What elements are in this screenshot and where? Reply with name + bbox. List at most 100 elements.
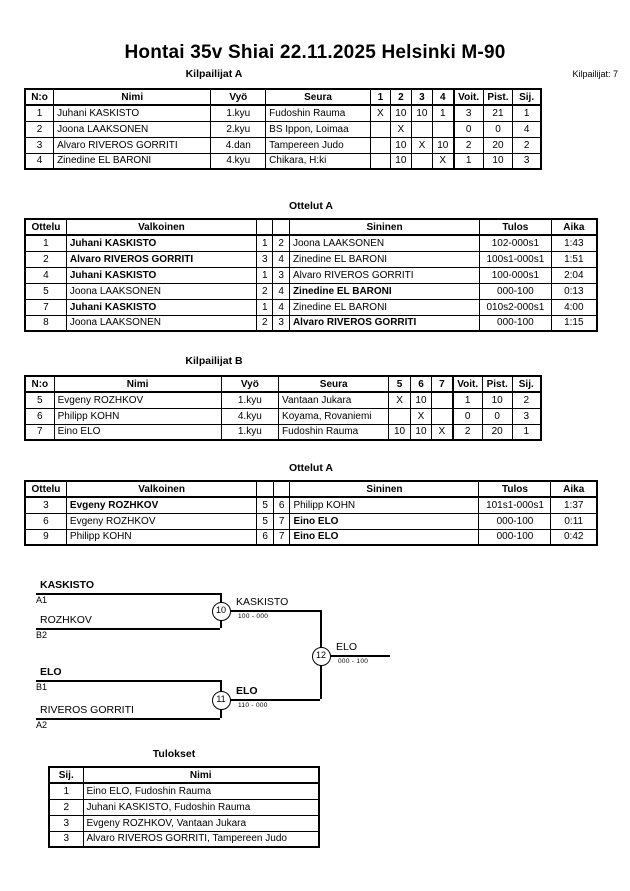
bracket-winner-score: 100 - 000 (238, 613, 269, 620)
match-result: 010s2-000s1 (479, 298, 552, 316)
rank-cell: 2 (512, 136, 542, 154)
bracket-slot-seed: A2 (36, 720, 48, 730)
points-cell: 10 (482, 152, 514, 170)
column-header (272, 218, 290, 236)
bracket-champion-line (320, 655, 390, 657)
points-cell: 20 (481, 423, 513, 441)
blue-competitor: Eino ELO (289, 528, 480, 546)
competitor-name: Evgeny ROZHKOV (53, 391, 222, 409)
column-header: Voit. (451, 375, 483, 393)
grid-cell: 10 (388, 423, 411, 441)
match-number: 1 (24, 234, 67, 252)
grid-cell (410, 120, 433, 138)
bracket-winner-score: 110 - 000 (238, 702, 268, 709)
blue-competitor: Zinedine EL BARONI (288, 298, 481, 316)
page-title: Hontai 35v Shiai 22.11.2025 Helsinki M-9… (124, 42, 506, 63)
grid-cell: 10 (410, 104, 433, 122)
match-time: 0:11 (550, 512, 598, 530)
grid-cell (369, 152, 391, 170)
competitor-number: 3 (24, 136, 55, 154)
match-number: 3 (24, 496, 67, 514)
bracket-slot-name: KASKISTO (40, 579, 95, 591)
bracket-winner-line (220, 699, 320, 701)
match-number: 6 (24, 512, 67, 530)
column-header: 1 (369, 88, 391, 106)
grid-cell: X (431, 423, 454, 441)
match-number: 8 (24, 314, 67, 332)
grid-cell: 10 (409, 423, 433, 441)
column-header: Tulos (479, 218, 552, 236)
competitor-belt: 4.kyu (220, 407, 280, 425)
match-result: 100s1-000s1 (479, 250, 552, 268)
column-header: Valkoinen (65, 218, 257, 236)
blue-seed: 3 (272, 314, 290, 332)
bracket-slot-seed: B2 (36, 630, 48, 640)
blue-competitor: Alvaro RIVEROS GORRITI (288, 266, 481, 284)
match-time: 4:00 (550, 298, 598, 316)
blue-seed: 4 (272, 282, 290, 300)
grid-cell: X (409, 407, 433, 425)
competitor-name: Alvaro RIVEROS GORRITI (53, 136, 212, 154)
column-header: Valkoinen (65, 480, 258, 498)
competitor-name: Juhani KASKISTO (53, 104, 212, 122)
match-number: 5 (24, 282, 67, 300)
grid-cell: X (389, 120, 412, 138)
bracket-entry-line (36, 628, 220, 630)
result-rank: 3 (48, 814, 84, 832)
bracket-slot-name: ROZHKOV (40, 614, 92, 626)
bracket-entry-line (36, 680, 220, 682)
match-number: 2 (24, 250, 67, 268)
bracket-winner-name: KASKISTO (236, 596, 289, 608)
result-name: Eino ELO, Fudoshin Rauma (82, 782, 320, 800)
competitor-name: Eino ELO (53, 423, 222, 441)
blue-seed: 2 (272, 234, 290, 252)
blue-competitor: Joona LAAKSONEN (288, 234, 481, 252)
white-competitor: Juhani KASKISTO (65, 234, 257, 252)
column-header (272, 480, 291, 498)
result-name: Juhani KASKISTO, Fudoshin Rauma (82, 798, 320, 816)
bracket-champion-score: 000 - 100 (338, 658, 369, 665)
grid-cell (388, 407, 411, 425)
column-header: Voit. (452, 88, 484, 106)
blue-competitor: Alvaro RIVEROS GORRITI (288, 314, 481, 332)
column-header: Seura (265, 88, 371, 106)
competitor-belt: 2.kyu (210, 120, 267, 138)
match-time: 2:04 (550, 266, 598, 284)
grid-cell (369, 120, 391, 138)
competitor-club: Chikara, H:ki (265, 152, 371, 170)
grid-cell: 10 (389, 136, 412, 154)
rank-cell: 4 (512, 120, 542, 138)
rank-cell: 3 (512, 152, 542, 170)
section-title-matches-a: Ottelut A (289, 200, 333, 212)
competitor-club: Koyama, Rovaniemi (278, 407, 390, 425)
column-header: Ottelu (24, 480, 67, 498)
grid-cell (431, 407, 454, 425)
column-header (256, 480, 274, 498)
section-title-results: Tulokset (152, 748, 196, 760)
match-result: 000-100 (478, 528, 552, 546)
column-header: Pist. (482, 88, 514, 106)
result-rank: 2 (48, 798, 84, 816)
grid-cell (410, 152, 433, 170)
column-header: Tulos (478, 480, 552, 498)
grid-cell (431, 391, 454, 409)
grid-cell: X (369, 104, 391, 122)
wins-cell: 2 (451, 423, 483, 441)
match-result: 100-000s1 (479, 266, 552, 284)
grid-cell: X (388, 391, 411, 409)
competitor-name: Zinedine EL BARONI (53, 152, 212, 170)
column-header: Sij. (511, 375, 542, 393)
rank-cell: 3 (511, 407, 542, 425)
entrants-count: Kilpailijat: 7 (572, 69, 618, 79)
match-time: 1:51 (550, 250, 598, 268)
